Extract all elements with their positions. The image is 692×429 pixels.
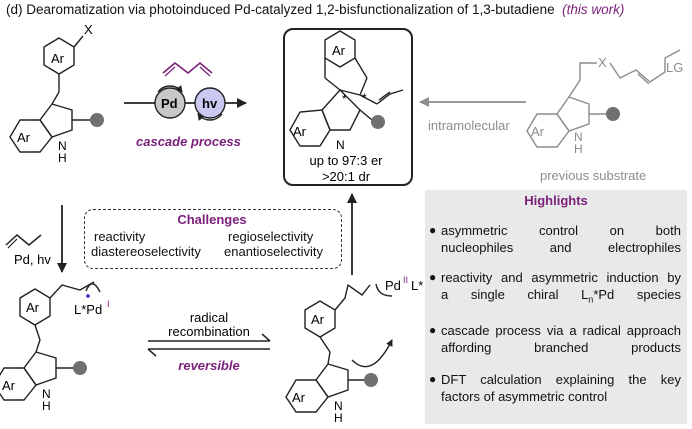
- product-dr: >20:1 dr: [322, 169, 371, 184]
- pd-int-substituent-ball: [364, 373, 378, 387]
- highlight-2-lnpd: Ln*Pd: [581, 287, 615, 305]
- equilibrium-label-recombination: recombination: [168, 324, 250, 339]
- challenges-box: [84, 209, 342, 269]
- radical-pd-ox: I: [107, 299, 110, 309]
- challenge-reactivity: reactivity: [94, 229, 146, 244]
- substrate-substituent-ball: [90, 113, 104, 127]
- left-arrow-reagents: Pd, hv: [14, 252, 51, 267]
- pd-cycle-icon: [154, 87, 186, 119]
- product-ar-bottom: Ar: [293, 124, 307, 139]
- highlight-4-line1: DFT calculation explaining the key: [441, 372, 681, 387]
- substrate-ar-indole: Ar: [17, 130, 31, 145]
- highlight-item-4: DFT calculation explaining the key facto…: [441, 371, 681, 405]
- highlight-2-sub: n: [588, 294, 594, 305]
- butadiene-purple: [162, 61, 213, 75]
- substrate-indole-benzo: [9, 119, 53, 153]
- pd-label: Pd: [161, 96, 178, 111]
- product-star-1: *: [342, 92, 347, 106]
- previous-h: H: [574, 142, 583, 156]
- title-this-work: (this work): [562, 2, 625, 17]
- bullet-icon: ●: [429, 270, 437, 284]
- product-er: up to 97:3 er: [310, 153, 384, 168]
- previous-n: N: [574, 130, 583, 144]
- figure-title: (d) Dearomatization via photoinduced Pd-…: [6, 2, 624, 17]
- product-ar-top: Ar: [332, 43, 346, 58]
- radical-dot-icon: [86, 294, 90, 298]
- product-molecule: [289, 30, 404, 147]
- pd-int-ligand: L*: [411, 278, 423, 293]
- bullet-icon: ●: [429, 223, 437, 237]
- radical-ar-top: Ar: [26, 300, 40, 315]
- product-benzo-ring: [289, 109, 331, 147]
- substrate-x: X: [84, 22, 93, 37]
- highlight-2-single: single: [470, 287, 505, 302]
- product-indoline-five: [321, 88, 361, 131]
- product-substituent-ball: [371, 115, 385, 129]
- butadiene-black: [5, 234, 42, 246]
- highlight-1-line1: asymmetric control on both: [441, 223, 681, 238]
- highlight-2-a: a: [441, 287, 449, 302]
- previous-substrate-molecule: [526, 49, 681, 148]
- radical-h: H: [42, 399, 51, 413]
- pd-int-h: H: [334, 411, 343, 425]
- previous-substrate-caption: previous substrate: [540, 168, 646, 183]
- highlight-2-species: species: [636, 287, 681, 302]
- radical-n: N: [42, 387, 51, 401]
- highlight-3-line1: cascade process via a radical approach: [441, 323, 681, 338]
- highlight-item-2: reactivity and asymmetric induction by a…: [441, 269, 681, 309]
- radical-substituent-ball: [73, 361, 87, 375]
- equilibrium-label-reversible: reversible: [178, 358, 239, 373]
- previous-x: X: [598, 55, 607, 70]
- substrate-molecule: [9, 35, 92, 153]
- pd-int-ar-indole: Ar: [292, 390, 306, 405]
- substrate-ar-top: Ar: [51, 51, 65, 66]
- pd-int-n: N: [334, 399, 343, 413]
- substrate-h: H: [58, 151, 67, 165]
- hv-label: hv: [202, 96, 218, 111]
- substrate-indole-five: [39, 103, 73, 138]
- product-box: [283, 28, 413, 186]
- challenge-diastereoselectivity: diastereoselectivity: [91, 244, 201, 259]
- previous-substituent-ball: [606, 107, 620, 121]
- highlights-title: Highlights: [524, 193, 588, 208]
- challenge-enantioselectivity: enantioselectivity: [224, 244, 323, 259]
- pd-int-pd-ox: II: [403, 275, 408, 285]
- challenges-title: Challenges: [177, 212, 247, 227]
- highlight-3-line2: affording branched products: [441, 340, 681, 355]
- pd-int-pd: Pd: [385, 278, 401, 293]
- pd-int-ar-top: Ar: [311, 312, 325, 327]
- bullet-icon: ●: [429, 323, 437, 337]
- challenge-regioselectivity: regioselectivity: [228, 229, 314, 244]
- highlight-item-3: cascade process via a radical approach a…: [441, 322, 681, 356]
- radical-pd-label: L*Pd: [74, 302, 102, 317]
- radical-ar-indole: Ar: [2, 378, 16, 393]
- radical-intermediate-molecule: [0, 281, 101, 401]
- highlight-1-line2: nucleophiles and electrophiles: [441, 240, 681, 255]
- substrate-ch2x-bond: [73, 35, 84, 48]
- highlight-2-chiral: chiral: [527, 287, 559, 302]
- highlights-panel: Highlights ● asymmetric control on both …: [425, 190, 687, 424]
- previous-lg: LG: [666, 60, 683, 75]
- substrate-aryl-ring: [43, 37, 75, 75]
- hv-cycle-icon: [194, 87, 226, 119]
- highlight-item-1: asymmetric control on both nucleophiles …: [441, 222, 681, 256]
- pd-intermediate-molecule: [285, 283, 393, 413]
- highlight-2-line1: reactivity and asymmetric induction by: [441, 270, 681, 285]
- product-star-2: *: [362, 91, 367, 105]
- cascade-process-label: cascade process: [136, 134, 241, 149]
- intramolecular-label: intramolecular: [428, 118, 510, 133]
- highlight-4-line2: factors of asymmetric control: [441, 389, 608, 404]
- title-text: (d) Dearomatization via photoinduced Pd-…: [6, 2, 555, 17]
- equilibrium-label-radical: radical: [190, 310, 228, 325]
- bullet-icon: ●: [429, 372, 437, 386]
- product-n: N: [336, 138, 345, 152]
- highlight-2-line2: a single chiral Ln*Pd species: [441, 286, 681, 309]
- substrate-n: N: [58, 139, 67, 153]
- previous-ar: Ar: [531, 124, 545, 139]
